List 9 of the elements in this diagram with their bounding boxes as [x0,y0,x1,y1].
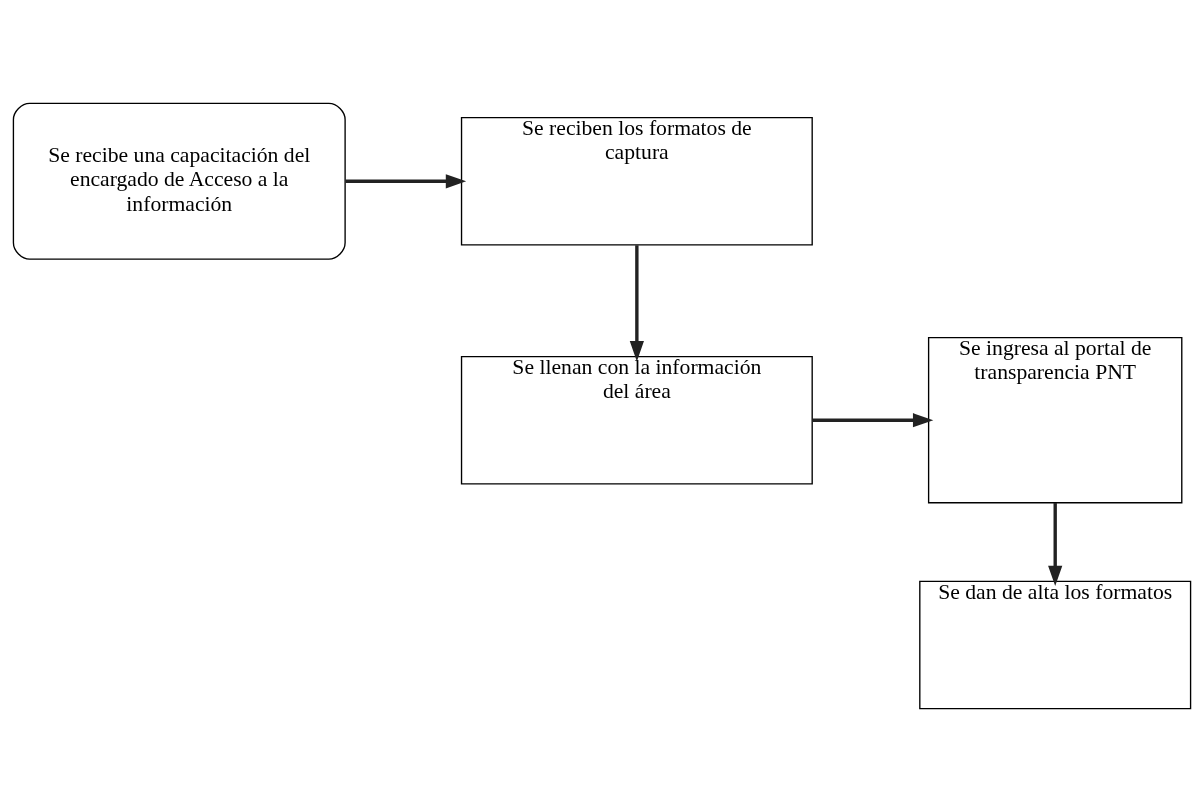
node-box: Se recibe una capacitación del encargado de Acceso a la información [12,102,346,260]
node-box: Se llenan con la información del área [460,355,813,485]
node-box: Se reciben los formatos de captura [460,116,813,246]
node-box: Se dan de alta los formatos [919,580,1192,709]
arrow [812,412,934,427]
node-box: Se ingresa al portal de transparencia PNT [927,336,1183,503]
arrow [345,173,467,188]
arrow [629,244,644,361]
arrow [1048,502,1063,586]
